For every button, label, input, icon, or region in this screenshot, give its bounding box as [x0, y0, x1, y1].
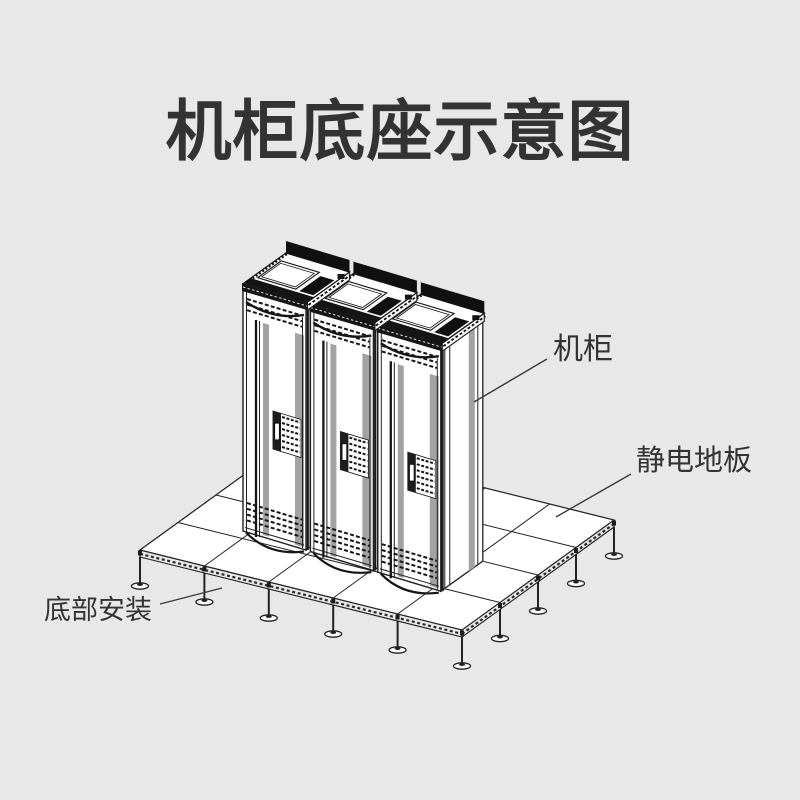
cabinet-tops — [242, 241, 486, 353]
leader-line-bottom-install — [159, 587, 223, 605]
label-bottom-install: 底部安装 — [44, 595, 152, 625]
floor-pedestals — [130, 520, 624, 670]
leader-lines — [159, 358, 632, 605]
label-cabinet: 机柜 — [553, 333, 613, 366]
leader-line-cabinet — [473, 358, 548, 403]
label-antistatic-floor: 静电地板 — [636, 445, 753, 477]
cabinet-fronts — [242, 289, 442, 595]
page-title: 机柜底座示意图 — [165, 94, 635, 168]
leader-line-antistatic-floor — [555, 473, 632, 518]
